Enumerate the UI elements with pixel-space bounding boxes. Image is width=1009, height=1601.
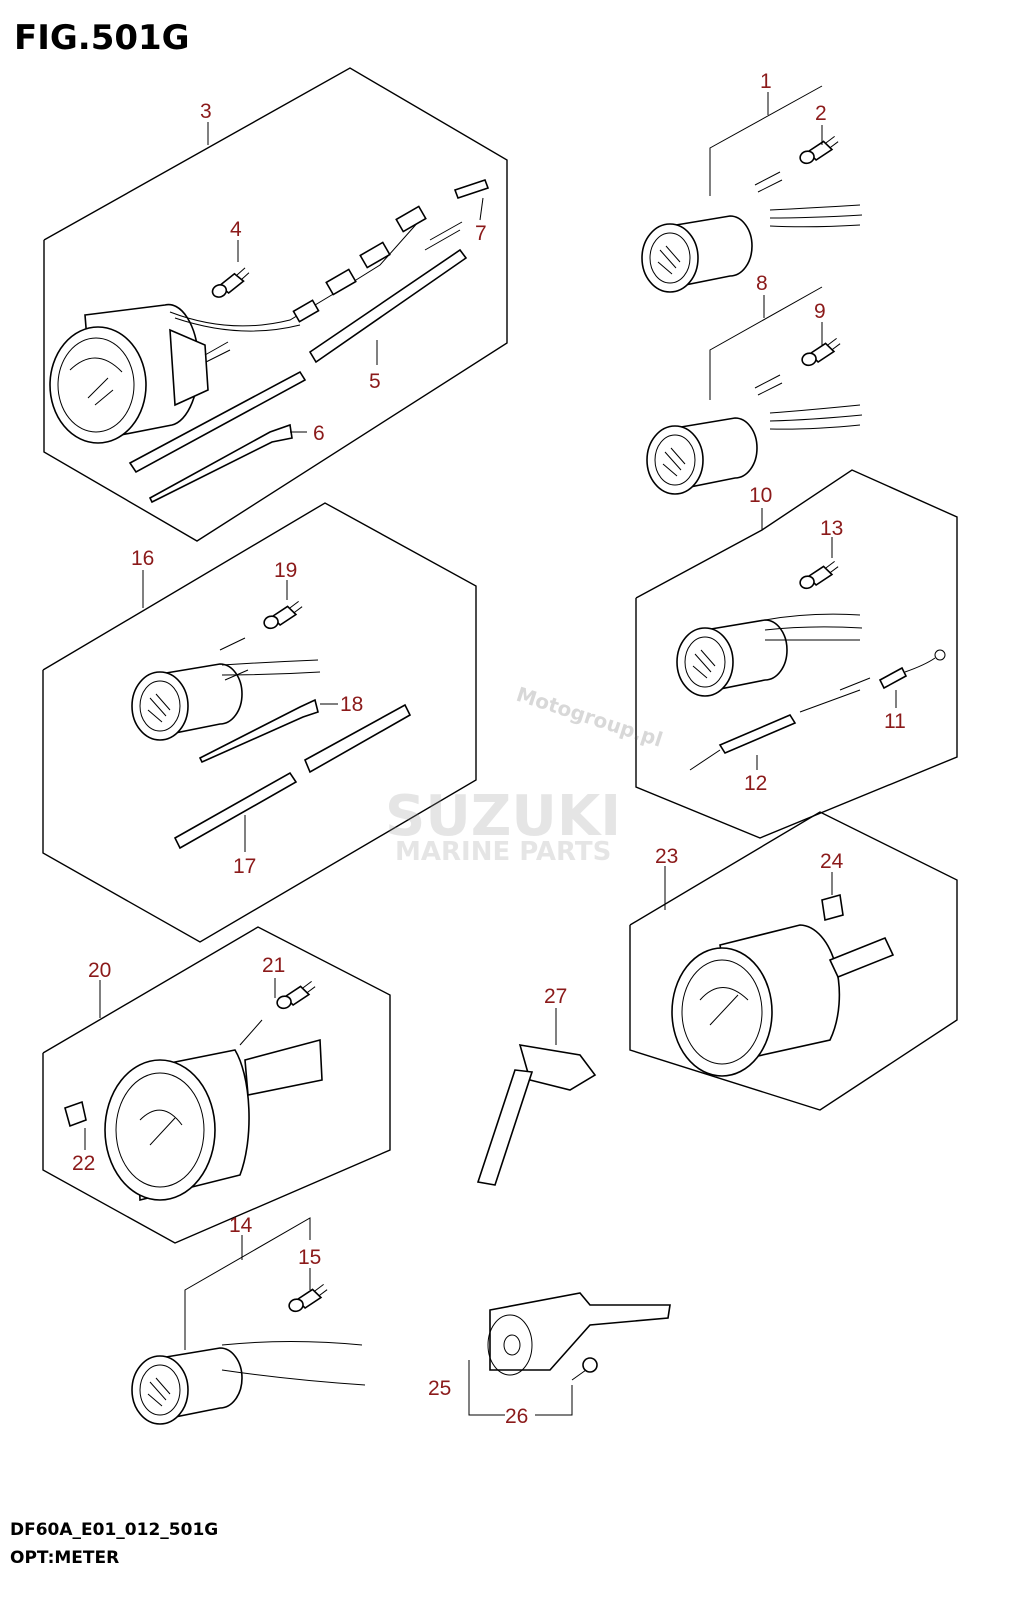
callout-10: 10 [749, 484, 772, 507]
part-19-bulb [260, 600, 307, 631]
part-12-harness [689, 677, 871, 771]
kit-10-frame [635, 469, 958, 839]
callout-16: 16 [131, 547, 154, 570]
part-1-gauge [641, 85, 863, 293]
watermark-sub: MARINE PARTS [395, 837, 611, 867]
callout-8: 8 [756, 272, 768, 295]
callout-22: 22 [72, 1152, 95, 1175]
watermark-brand: SUZUKI [385, 784, 621, 849]
callout-5: 5 [369, 370, 381, 393]
part-27-sender [476, 1044, 597, 1186]
diagram-code: DF60A_E01_012_501G [10, 1520, 219, 1540]
callout-15: 15 [298, 1246, 321, 1269]
kit-23-frame [629, 811, 958, 1111]
callout-13: 13 [820, 517, 843, 540]
watermark-motogroup: Motogroup.pl [513, 682, 665, 752]
part-5-tube [128, 248, 468, 474]
part-2-bulb [796, 135, 843, 166]
kit-3-frame [43, 67, 508, 542]
callout-9: 9 [814, 300, 826, 323]
callout-2: 2 [815, 102, 827, 125]
callout-21: 21 [262, 954, 285, 977]
callout-23: 23 [655, 845, 678, 868]
part-24-bulb [821, 893, 844, 922]
callout-20: 20 [88, 959, 111, 982]
part-8-gauge [646, 286, 863, 495]
callout-18: 18 [340, 693, 363, 716]
part-26-screw [535, 1357, 598, 1416]
part-6-cable-tie [148, 423, 293, 504]
part-18-cable-tie [198, 698, 319, 764]
part-21-bulb [273, 980, 320, 1011]
callout-labels: 1 2 3 4 5 6 7 8 9 10 11 12 13 14 15 16 1… [72, 70, 906, 1428]
part-23-gauge [671, 924, 895, 1077]
part-22-bulb [64, 1100, 87, 1128]
kit-20-frame [42, 926, 391, 1244]
part-13-bulb [796, 560, 843, 591]
watermark: Motogroup.pl SUZUKI MARINE PARTS [385, 682, 666, 867]
figure-title: FIG.501G [14, 18, 190, 58]
callout-17: 17 [233, 855, 256, 878]
part-17-tube [173, 703, 412, 850]
part-14-gauge [131, 1217, 366, 1425]
callout-3: 3 [200, 100, 212, 123]
callout-6: 6 [313, 422, 325, 445]
part-3-gauge [49, 178, 490, 444]
callout-11: 11 [884, 710, 906, 733]
part-9-bulb [798, 337, 845, 368]
part-20-gauge [104, 1019, 323, 1202]
part-25-bracket [468, 1292, 671, 1416]
callout-12: 12 [744, 772, 767, 795]
callout-7: 7 [475, 222, 487, 245]
callout-19: 19 [274, 559, 297, 582]
callout-1: 1 [760, 70, 772, 93]
callout-14: 14 [229, 1214, 253, 1237]
callout-24: 24 [820, 850, 844, 873]
part-11-fuse [878, 649, 946, 690]
part-16-gauge [131, 637, 321, 741]
callout-27: 27 [544, 985, 567, 1008]
kit-16-frame [42, 502, 477, 943]
callout-leaders [84, 92, 897, 1290]
callout-25: 25 [428, 1377, 451, 1400]
part-15-bulb [285, 1283, 332, 1314]
callout-4: 4 [230, 218, 242, 241]
callout-26: 26 [505, 1405, 528, 1428]
diagram-name: OPT:METER [10, 1548, 120, 1568]
part-4-bulb [207, 266, 255, 300]
part-10-gauge [676, 613, 863, 697]
